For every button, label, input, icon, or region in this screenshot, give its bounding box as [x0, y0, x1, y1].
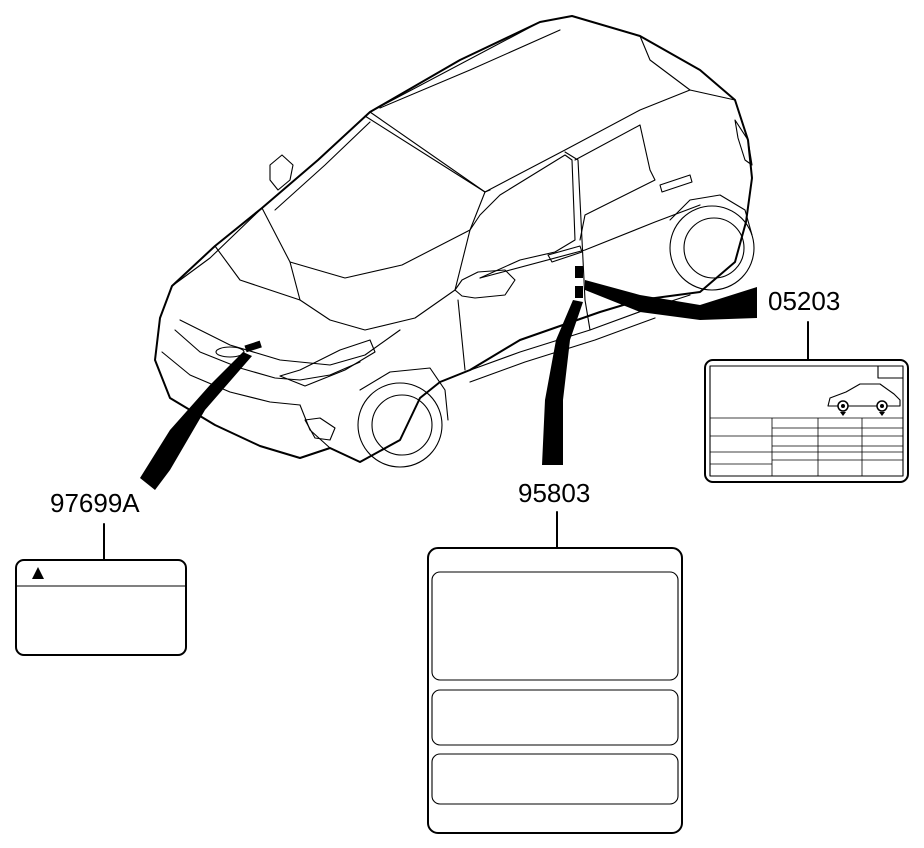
tire-label-leader: [542, 300, 583, 465]
leader-lines: [140, 280, 757, 490]
car-illustration: [154, 15, 755, 468]
door-label-05203: [704, 359, 909, 483]
door-label-marker: [575, 266, 583, 278]
part-number-05203: 05203: [768, 286, 840, 316]
tire-label-95803: [427, 547, 683, 834]
part-number-97699a: 97699A: [50, 488, 140, 518]
hood-label-marker: [244, 340, 262, 353]
hood-label-leader: [140, 352, 252, 490]
spec-table-grid: [710, 417, 903, 476]
tire-label-marker: [575, 286, 583, 298]
hood-label-97699a: [15, 559, 187, 656]
car-side-icon: [827, 383, 901, 416]
door-label-leader: [585, 280, 757, 320]
warning-triangle-icon: [32, 567, 44, 579]
part-number-95803: 95803: [518, 478, 590, 508]
